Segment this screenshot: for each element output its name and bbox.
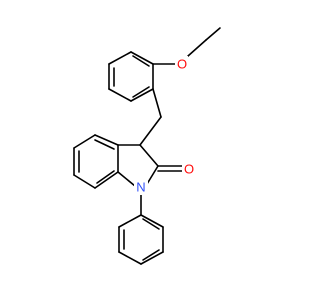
bond-aryl-4 bbox=[108, 88, 132, 102]
ring-nitrogen-label: N bbox=[136, 180, 145, 195]
bond-phenyl-1 bbox=[118, 214, 142, 228]
bond-indole-aryl-double-1 bbox=[94, 139, 115, 150]
bond-aryl-double-2 bbox=[132, 55, 150, 67]
bond-phenyl-4 bbox=[140, 251, 164, 265]
bond-indole-aryl-double-3 bbox=[96, 170, 115, 184]
bond-c3-c2 bbox=[139, 144, 159, 167]
ether-oxygen-atom: O bbox=[175, 56, 188, 72]
bond-c2-n bbox=[146, 165, 159, 185]
ring-nitrogen-atom: N bbox=[134, 180, 148, 195]
atom-label-layer: O O N bbox=[134, 56, 195, 195]
carbonyl-oxygen-atom: O bbox=[182, 161, 195, 177]
ether-oxygen-label: O bbox=[177, 57, 187, 72]
carbonyl-oxygen-label: O bbox=[184, 162, 194, 177]
bond-aryl-2 bbox=[108, 51, 132, 65]
bond-indole-aryl-1 bbox=[94, 134, 119, 146]
bond-layer bbox=[73, 27, 221, 265]
bond-ethyl-c-o bbox=[187, 39, 207, 57]
bond-aryl-ch2 bbox=[152, 88, 162, 118]
bond-aryl-5 bbox=[130, 88, 154, 102]
bond-ethyl-c-c bbox=[205, 27, 221, 41]
bond-phenyl-3 bbox=[118, 251, 142, 265]
bond-phenyl-double-3 bbox=[142, 218, 160, 230]
bond-indole-aryl-4 bbox=[73, 174, 96, 189]
bond-indole-aryl-5 bbox=[94, 171, 119, 189]
molecule-structure-diagram: O O N bbox=[73, 27, 221, 265]
bond-ch2-c3 bbox=[139, 116, 162, 146]
bond-phenyl-6 bbox=[140, 214, 164, 228]
bond-aryl-1 bbox=[130, 51, 154, 65]
bond-aryl-double-3 bbox=[132, 86, 150, 98]
bond-n-c7a bbox=[117, 171, 136, 187]
bond-indole-aryl-2 bbox=[73, 134, 96, 149]
bond-phenyl-double-2 bbox=[142, 249, 160, 261]
